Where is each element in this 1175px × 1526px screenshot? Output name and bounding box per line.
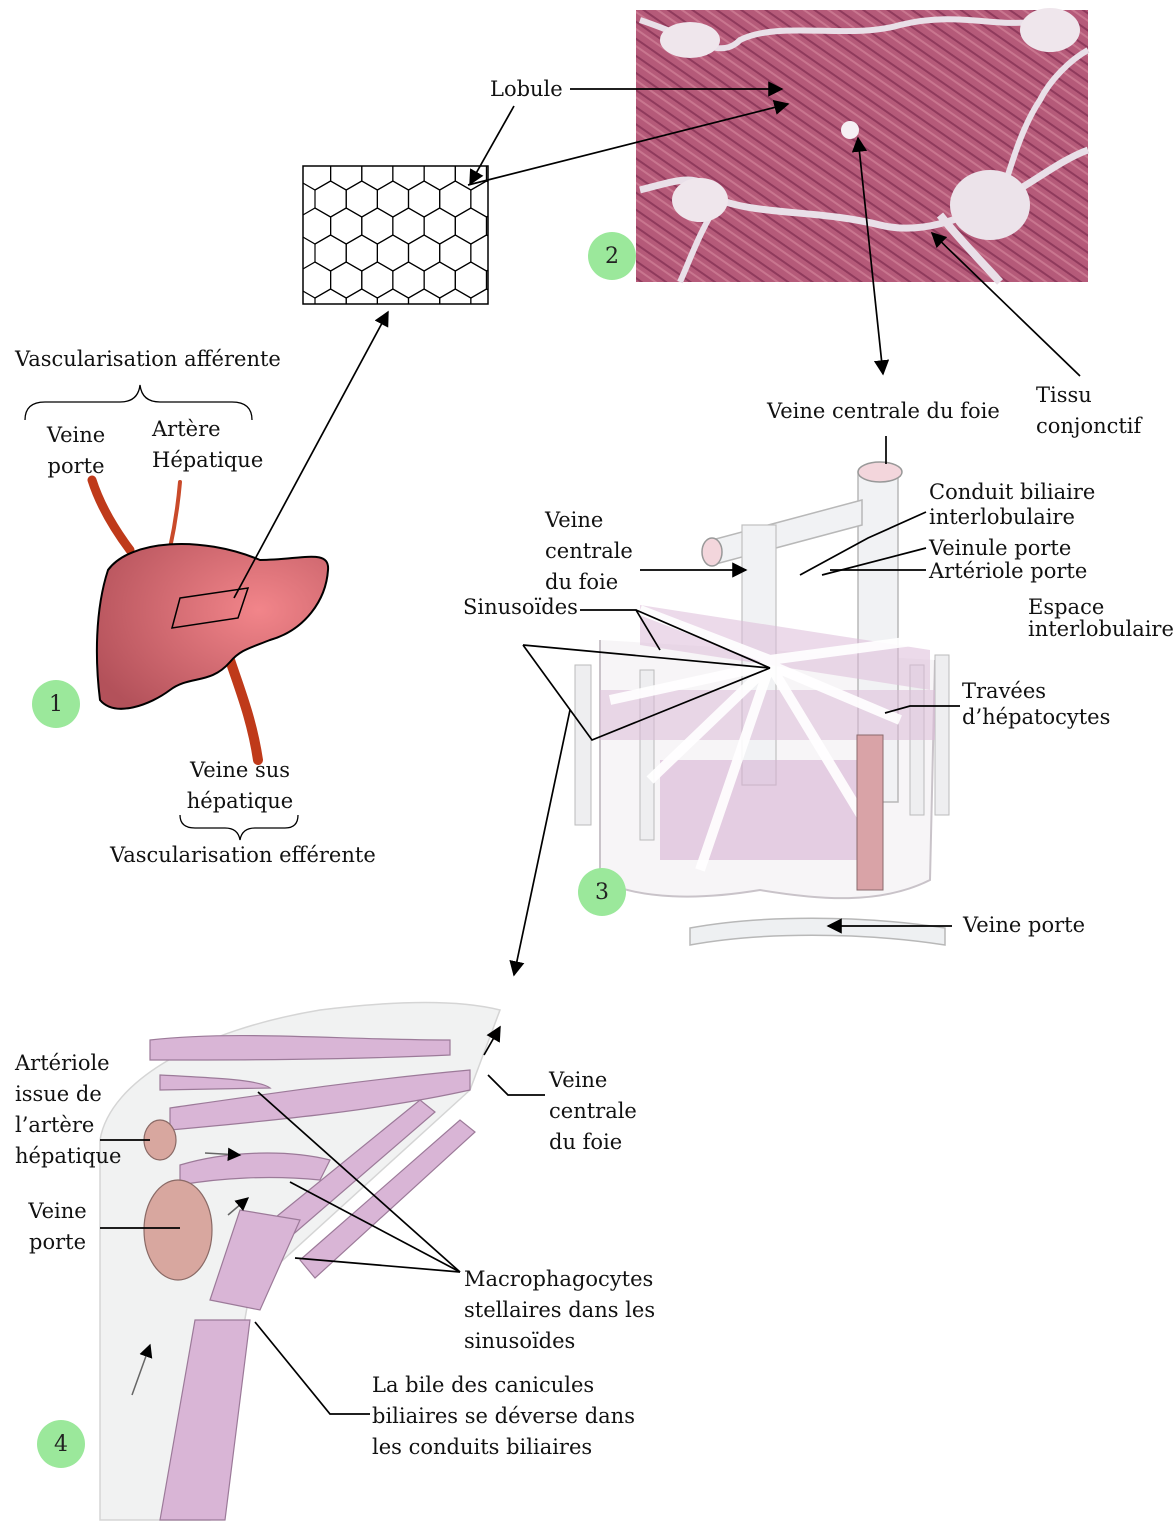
arteriole-line-3: l’artère [15, 1110, 121, 1141]
sinusoids-label: Sinusoïdes [463, 592, 578, 623]
bile-flow-line-1: La bile des canicules [372, 1370, 635, 1401]
macrophages-line-3: sinusoïdes [464, 1326, 655, 1357]
interlobular-space-line-2: interlobulaire [1028, 618, 1174, 640]
central-vein-3d-line-1: Veine [545, 505, 633, 536]
hepatic-artery-line-1: Artère [152, 414, 263, 445]
afferent-vascularisation-label: Vascularisation afférente [15, 344, 281, 375]
hexagon-cell [533, 181, 564, 217]
hepatic-vein-label: Veine sus hépatique [180, 755, 300, 817]
hexagon-cell [455, 316, 486, 352]
bile-duct-label: Conduit biliaire interlobulaire [929, 480, 1095, 530]
hexagon-cell [533, 235, 564, 271]
connective-tissue-label: Tissu conjonctif [1036, 380, 1141, 442]
hexagon-cell [502, 289, 533, 325]
hepatic-vein-line-2: hépatique [180, 786, 300, 817]
interlobular-space-line-1: Espace [1028, 596, 1174, 618]
hexagon-cell [299, 316, 330, 352]
hexagon-cell [487, 154, 518, 190]
hexagon-cell [487, 262, 518, 298]
macrophages-line-2: stellaires dans les [464, 1295, 655, 1326]
hexagon-cell [518, 262, 549, 298]
hexagon-cell [487, 208, 518, 244]
hepatic-artery-line-2: Hépatique [152, 445, 263, 476]
hexagon-cell [518, 208, 549, 244]
interlobular-space-label: Espace interlobulaire [1028, 596, 1174, 640]
central-vein-3d-line-2: centrale [545, 536, 633, 567]
central-vein-label-detail: Veine centrale du foie [549, 1065, 637, 1158]
portal-vein-detail-line-2: porte [20, 1227, 95, 1258]
hepatocyte-cords-label: Travées d’hépatocytes [962, 678, 1110, 730]
panel-1-badge: 1 [32, 680, 80, 728]
portal-vein-label-3d: Veine porte [963, 910, 1085, 941]
bile-duct-line-1: Conduit biliaire [929, 480, 1095, 505]
hexagon-cell [362, 316, 393, 352]
lobule-hexagon-schematic [299, 154, 564, 352]
hepatic-artery-label: Artère Hépatique [152, 414, 263, 476]
hexagon-cell [424, 316, 455, 352]
panel-3-badge: 3 [578, 868, 626, 916]
central-vein-detail-line-2: centrale [549, 1096, 637, 1127]
macrophages-line-1: Macrophagocytes [464, 1264, 655, 1295]
arteriole-line-1: Artériole [15, 1048, 121, 1079]
portal-vein-line-1: Veine [40, 420, 112, 451]
arteriole-label: Artériole issue de l’artère hépatique [15, 1048, 121, 1172]
histology-photo [636, 8, 1088, 282]
hexagon-cell [518, 316, 549, 352]
central-vein-label-3d: Veine centrale du foie [545, 505, 633, 598]
arteriole-line-4: hépatique [15, 1141, 121, 1172]
portal-vein-line-2: porte [40, 451, 112, 482]
panel-4-badge: 4 [37, 1420, 85, 1468]
connective-tissue-line-2: conjonctif [1036, 411, 1141, 442]
hepatic-vein-line-1: Veine sus [180, 755, 300, 786]
hexagon-cell [502, 181, 533, 217]
bile-flow-label: La bile des canicules biliaires se déver… [372, 1370, 635, 1463]
portal-vein-detail-line-1: Veine [20, 1196, 95, 1227]
hexagon-cell [533, 289, 564, 325]
hexagon-cell [502, 235, 533, 271]
hexagon-cell [331, 316, 362, 352]
panel-2-badge: 2 [588, 232, 636, 280]
central-vein-detail-line-1: Veine [549, 1065, 637, 1096]
portal-vein-label: Veine porte [40, 420, 112, 482]
central-vein-detail-line-3: du foie [549, 1127, 637, 1158]
hexagon-cell [393, 316, 424, 352]
macrophages-label: Macrophagocytes stellaires dans les sinu… [464, 1264, 655, 1357]
bile-flow-line-3: les conduits biliaires [372, 1432, 635, 1463]
bile-flow-line-2: biliaires se déverse dans [372, 1401, 635, 1432]
lobule-label: Lobule [490, 74, 563, 105]
hepatocyte-cords-line-1: Travées [962, 678, 1110, 704]
bile-duct-line-2: interlobulaire [929, 505, 1095, 530]
efferent-vascularisation-label: Vascularisation efférente [110, 840, 376, 871]
central-vein-label-top: Veine centrale du foie [767, 396, 1000, 427]
hexagon-cell [487, 316, 518, 352]
portal-vein-label-detail: Veine porte [20, 1196, 95, 1258]
arteriole-line-2: issue de [15, 1079, 121, 1110]
connective-tissue-line-1: Tissu [1036, 380, 1141, 411]
hepatocyte-cords-line-2: d’hépatocytes [962, 704, 1110, 730]
portal-arteriole-label: Artériole porte [929, 556, 1087, 587]
